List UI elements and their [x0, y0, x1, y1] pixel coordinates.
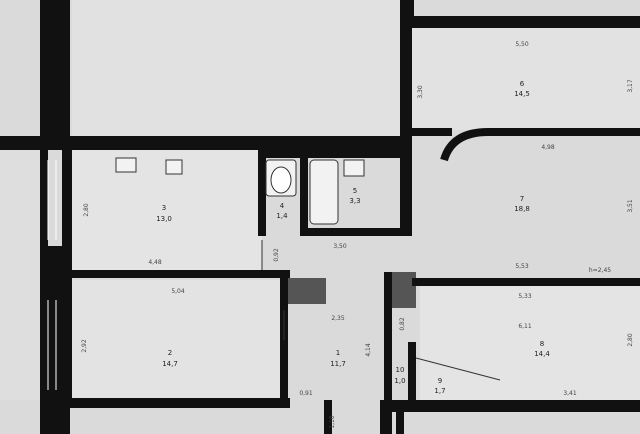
wall-bath-top [258, 150, 408, 158]
wall-above-room8 [412, 278, 640, 286]
room-4-number: 4 [280, 202, 285, 210]
dimension-label: 5,04 [171, 288, 185, 295]
door-marks [261, 240, 501, 381]
dimension-label: 5,50 [515, 41, 529, 48]
dimension-label: 0,82 [399, 317, 406, 331]
room-6-area: 14,5 [514, 90, 530, 98]
dimension-label: 3,17 [627, 79, 634, 93]
room-1-number: 1 [336, 349, 340, 357]
room-top-center [72, 0, 404, 140]
dimension-label: 2,35 [331, 315, 345, 322]
wall-bottom-mid [324, 400, 332, 434]
dimension-labels: 5,50 3,30 3,17 4,98 3,51 5,53 h=2,45 2,8… [81, 41, 634, 429]
room-10-area: 1,0 [394, 377, 405, 385]
wall-bath-mid [300, 150, 308, 236]
room-5-area: 3,3 [349, 197, 360, 205]
room-8-fill [420, 285, 640, 405]
dimension-label: 6,11 [518, 323, 532, 330]
dimension-label: 3,51 [627, 199, 634, 213]
room-2-area: 14,7 [162, 360, 178, 368]
dimension-label: 4,98 [541, 144, 555, 151]
wall-left-thin [40, 0, 48, 434]
wall-bottom-mid2 [380, 400, 388, 434]
wall-room10 [408, 342, 416, 402]
wall-6-7-left [412, 128, 452, 136]
dimension-label: 2,92 [81, 339, 88, 353]
fixtures [115, 157, 365, 225]
room-4-area: 1,4 [276, 212, 288, 220]
dimension-label: 3,41 [563, 390, 577, 397]
room-1-area: 11,7 [330, 360, 346, 368]
dimension-label: 5,53 [515, 263, 529, 270]
room-10-number: 10 [396, 366, 405, 374]
column-left [288, 278, 326, 304]
toilet-bowl-icon [270, 166, 292, 194]
room-8-number: 8 [540, 340, 544, 348]
wall-top-right-stub [408, 0, 414, 20]
room-2-fill [70, 280, 280, 398]
dimension-label: h=2,45 [589, 267, 611, 274]
wall-bottom-left-stub [60, 404, 70, 434]
bathtub-icon [309, 159, 339, 225]
room-3-number: 3 [162, 204, 166, 212]
dimension-label: 3,50 [333, 243, 347, 250]
curved-wall [440, 128, 489, 162]
room-left-fill [0, 150, 42, 400]
room-2-number: 2 [168, 349, 172, 357]
dimension-label: 4,14 [365, 343, 372, 357]
wall-bottom-left [48, 398, 290, 408]
wall-bath-left [258, 150, 266, 236]
wall-bottom-right-stub [396, 408, 404, 434]
room-8-area: 14,4 [534, 350, 550, 358]
kitchen-sink-icon [115, 157, 137, 173]
wall-left-room8 [384, 272, 392, 434]
room-7-area: 18,8 [514, 205, 530, 213]
wall-left-inner [62, 150, 72, 400]
dimension-label: 1,10 [329, 415, 336, 429]
room-labels: 1 11,7 2 14,7 3 13,0 4 1,4 5 3,3 6 14,5 … [156, 80, 550, 395]
dimension-label: 2,80 [627, 333, 634, 347]
sink-icon [343, 159, 365, 177]
room-7-number: 7 [520, 195, 524, 203]
wall-top-right [404, 16, 640, 28]
wall-above-room3 [70, 136, 412, 150]
wall-right-of-top [400, 0, 412, 236]
room-6-number: 6 [520, 80, 525, 88]
wall-3-2 [70, 270, 290, 278]
dimension-label: 4,48 [148, 259, 162, 266]
wall-top-left [0, 136, 42, 150]
room-9-area: 1,7 [434, 387, 445, 395]
stove-icon [165, 159, 183, 175]
dimension-label: 3,30 [417, 85, 424, 99]
room-5-number: 5 [353, 187, 357, 195]
wall-bottom-right [390, 400, 640, 412]
wall-bath-bottom [300, 228, 408, 236]
dimension-label: 2,80 [83, 203, 90, 217]
room-3-area: 13,0 [156, 215, 172, 223]
wall-6-7-right [488, 128, 640, 136]
door-line [415, 357, 501, 381]
windows [47, 160, 57, 390]
dimension-label: 5,33 [518, 293, 532, 300]
room-9-number: 9 [438, 377, 442, 385]
room-6-fill [412, 28, 640, 130]
dimension-label: 0,92 [273, 248, 280, 262]
dimension-label: 0,91 [299, 390, 313, 397]
